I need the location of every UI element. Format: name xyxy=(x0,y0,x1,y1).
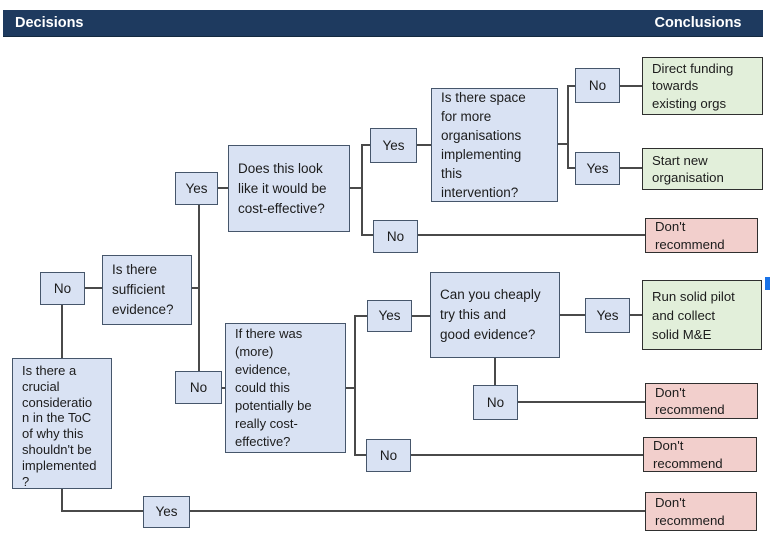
branch-label-yes: Yes xyxy=(367,300,412,332)
connector-line xyxy=(61,510,143,512)
decision-text: Does this look like it would be cost-eff… xyxy=(238,160,327,216)
decision-box-more-evidence: If there was (more) evidence, could this… xyxy=(225,323,346,453)
branch-text: Yes xyxy=(378,308,401,323)
conclusion-box-dont-recommend: Don't recommend xyxy=(645,492,757,531)
branch-label-no: No xyxy=(40,272,85,305)
connector-line xyxy=(558,143,569,145)
branch-label-yes: Yes xyxy=(175,172,218,205)
branch-label-yes: Yes xyxy=(143,496,190,528)
conclusion-box-start-new-org: Start new organisation xyxy=(642,148,763,190)
decision-text: Is there sufficient evidence? xyxy=(112,262,174,317)
decision-box-crucial-consideration: Is there a crucial consideratio n in the… xyxy=(12,358,112,489)
decisions-header: Decisions xyxy=(3,10,635,37)
branch-label-no: No xyxy=(175,371,222,404)
decision-box-cost-effective: Does this look like it would be cost-eff… xyxy=(228,145,350,232)
connector-line xyxy=(85,287,103,289)
text-cursor xyxy=(765,277,770,290)
connector-line xyxy=(354,315,367,317)
connector-line xyxy=(411,454,643,456)
decision-text: Can you cheaply try this and good eviden… xyxy=(440,287,541,342)
connector-line xyxy=(361,234,373,236)
conclusion-text: Direct funding towards existing orgs xyxy=(652,60,734,111)
decision-text: Is there a crucial consideratio n in the… xyxy=(22,363,97,489)
conclusion-text: Don't recommend xyxy=(655,495,725,528)
connector-line xyxy=(567,85,575,87)
connector-line xyxy=(567,167,575,169)
branch-text: No xyxy=(189,379,208,395)
connector-line xyxy=(494,358,496,385)
branch-text: Yes xyxy=(185,180,208,196)
connector-line xyxy=(567,85,569,169)
branch-text: No xyxy=(386,228,405,244)
connector-line xyxy=(354,315,356,456)
connector-line xyxy=(198,205,200,372)
decision-box-space-for-orgs: Is there space for more organisations im… xyxy=(431,88,558,202)
connector-line xyxy=(354,454,366,456)
connector-line xyxy=(61,489,63,512)
connector-line xyxy=(192,287,200,289)
connector-line xyxy=(620,167,642,169)
branch-text: No xyxy=(53,280,72,296)
branch-label-no: No xyxy=(373,220,418,253)
branch-text: Yes xyxy=(382,137,405,153)
branch-text: No xyxy=(379,447,398,463)
conclusion-text: Don't recommend xyxy=(653,438,723,471)
connector-line xyxy=(222,387,226,389)
conclusion-text: Don't recommend xyxy=(655,219,725,252)
conclusion-box-run-pilot: Run solid pilot and collect solid M&E xyxy=(642,280,762,350)
conclusion-text: Start new organisation xyxy=(652,152,724,186)
connector-line xyxy=(560,314,585,316)
branch-label-yes: Yes xyxy=(575,152,620,185)
connector-line xyxy=(350,187,363,189)
conclusions-header: Conclusions xyxy=(633,10,763,37)
decision-text: If there was (more) evidence, could this… xyxy=(235,326,312,449)
connector-line xyxy=(61,305,63,359)
connector-line xyxy=(630,314,642,316)
conclusion-box-dont-recommend: Don't recommend xyxy=(645,383,758,419)
branch-label-yes: Yes xyxy=(585,298,630,333)
branch-text: No xyxy=(486,394,505,410)
decision-box-cheap-trial: Can you cheaply try this and good eviden… xyxy=(430,272,560,358)
branch-label-no: No xyxy=(473,385,518,420)
connector-line xyxy=(346,387,356,389)
connector-line xyxy=(417,144,431,146)
branch-text: Yes xyxy=(155,504,178,519)
conclusions-header-label: Conclusions xyxy=(654,15,742,31)
connector-line xyxy=(518,401,645,403)
conclusion-box-dont-recommend: Don't recommend xyxy=(643,437,757,472)
connector-line xyxy=(418,234,645,236)
connector-line xyxy=(620,85,642,87)
branch-label-yes: Yes xyxy=(370,128,417,163)
connector-line xyxy=(361,145,363,236)
connector-line xyxy=(190,510,645,512)
connector-line xyxy=(218,187,228,189)
conclusion-text: Don't recommend xyxy=(655,384,725,418)
decision-box-sufficient-evidence: Is there sufficient evidence? xyxy=(102,255,192,325)
decisions-header-label: Decisions xyxy=(15,15,84,31)
connector-line xyxy=(412,315,430,317)
conclusion-text: Run solid pilot and collect solid M&E xyxy=(652,288,735,342)
decision-text: Is there space for more organisations im… xyxy=(441,90,526,200)
conclusion-box-dont-recommend: Don't recommend xyxy=(645,218,758,253)
branch-text: Yes xyxy=(596,307,619,323)
branch-label-no: No xyxy=(575,68,620,103)
conclusion-box-direct-funding: Direct funding towards existing orgs xyxy=(642,57,763,115)
branch-text: No xyxy=(588,77,607,93)
branch-label-no: No xyxy=(366,439,411,472)
connector-line xyxy=(361,144,370,146)
branch-text: Yes xyxy=(586,160,609,176)
